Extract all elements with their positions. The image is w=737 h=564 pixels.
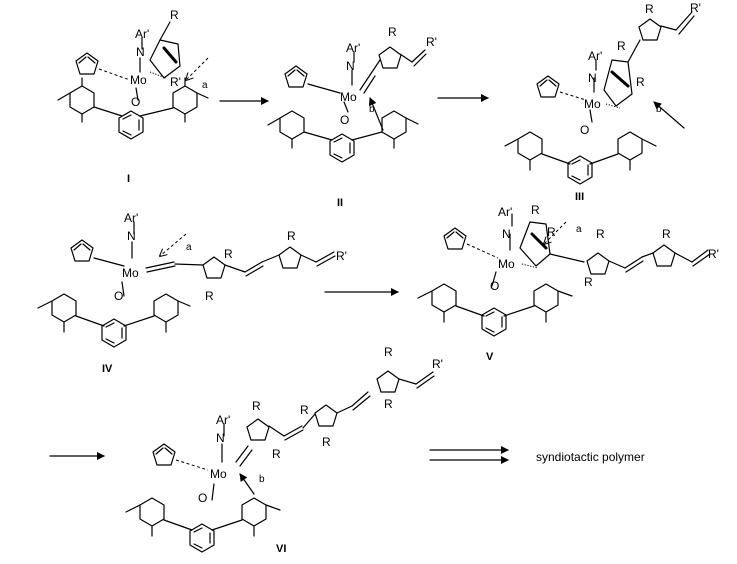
r-label: R xyxy=(322,435,331,449)
a-label: a xyxy=(576,224,582,235)
r-label: R xyxy=(272,447,281,461)
pyrrole-icon xyxy=(536,75,560,98)
r-label: R xyxy=(636,75,645,89)
rp-label: R' xyxy=(170,75,181,89)
r-label: R xyxy=(662,227,671,241)
o-label: O xyxy=(580,123,589,137)
r-label: R xyxy=(300,403,309,417)
pyrrole-icon xyxy=(284,65,308,88)
mo-label: Mo xyxy=(122,266,139,280)
o-label: O xyxy=(490,279,499,293)
rp-label: R' xyxy=(432,357,443,371)
r-label: R xyxy=(531,203,540,217)
n-label: N xyxy=(127,229,136,243)
r-label: R xyxy=(384,397,393,411)
n-label: N xyxy=(216,431,225,445)
pyrrole-icon xyxy=(152,443,176,466)
compound-III: Ar' N Mo O R R R R' b III xyxy=(504,1,701,203)
mo-label: Mo xyxy=(498,257,515,271)
mo-label: Mo xyxy=(340,90,357,104)
ar-label: Ar' xyxy=(135,27,149,41)
n-label: N xyxy=(346,59,355,73)
compound-I: Ar' N Mo O R R' a I xyxy=(57,8,209,185)
r-label: R xyxy=(388,25,397,39)
r-label: R xyxy=(287,229,296,243)
pyrrole-icon xyxy=(443,227,467,250)
ar-label: Ar' xyxy=(588,49,602,63)
r-label: R xyxy=(252,399,261,413)
compound-II: Ar' N Mo O R R' b II xyxy=(267,25,437,209)
pyrrole-icon xyxy=(70,239,94,262)
compound-label-II: II xyxy=(337,197,343,209)
compound-V: Ar' N Mo O R R R R R R' a V xyxy=(417,203,719,363)
r-label: R xyxy=(547,225,556,239)
rp-label: R' xyxy=(336,249,347,263)
r-label: R xyxy=(384,345,393,359)
r-label: R xyxy=(645,2,654,16)
mo-label: Mo xyxy=(130,73,147,87)
n-label: N xyxy=(502,227,511,241)
compound-label-I: I xyxy=(127,173,130,185)
r-label: R xyxy=(584,275,593,289)
compound-label-III: III xyxy=(575,191,584,203)
rp-label: R' xyxy=(426,35,437,49)
mo-label: Mo xyxy=(210,467,227,481)
r-label: R xyxy=(170,8,179,22)
compound-IV: Ar' N Mo O R R R R' a IV xyxy=(37,211,347,375)
r-label: R xyxy=(224,247,233,261)
rp-label: R' xyxy=(690,1,701,15)
ar-label: Ar' xyxy=(346,41,360,55)
b-label: b xyxy=(369,104,375,115)
o-label: O xyxy=(114,289,123,303)
compound-label-VI: VI xyxy=(276,543,286,555)
ar-label: Ar' xyxy=(498,205,512,219)
r-label: R xyxy=(596,227,605,241)
rp-label: R' xyxy=(708,247,719,261)
ar-label: Ar' xyxy=(216,413,230,427)
a-label: a xyxy=(186,242,192,253)
compound-label-IV: IV xyxy=(102,363,113,375)
compound-label-V: V xyxy=(486,351,494,363)
product-label: syndiotactic polymer xyxy=(536,450,645,464)
b-label: b xyxy=(656,104,662,115)
b-label: b xyxy=(259,474,265,485)
r-label: R xyxy=(205,289,214,303)
mo-label: Mo xyxy=(584,97,601,111)
o-label: O xyxy=(198,491,207,505)
a-label: a xyxy=(202,80,208,91)
n-label: N xyxy=(588,71,597,85)
o-label: O xyxy=(131,95,140,109)
r-label: R xyxy=(617,39,626,53)
ar-label: Ar' xyxy=(124,211,138,225)
compound-VI: Ar' N Mo O R R R R R R R' b VI xyxy=(125,345,443,555)
pyrrole-icon xyxy=(75,52,99,75)
o-label: O xyxy=(340,113,349,127)
n-label: N xyxy=(136,45,145,59)
